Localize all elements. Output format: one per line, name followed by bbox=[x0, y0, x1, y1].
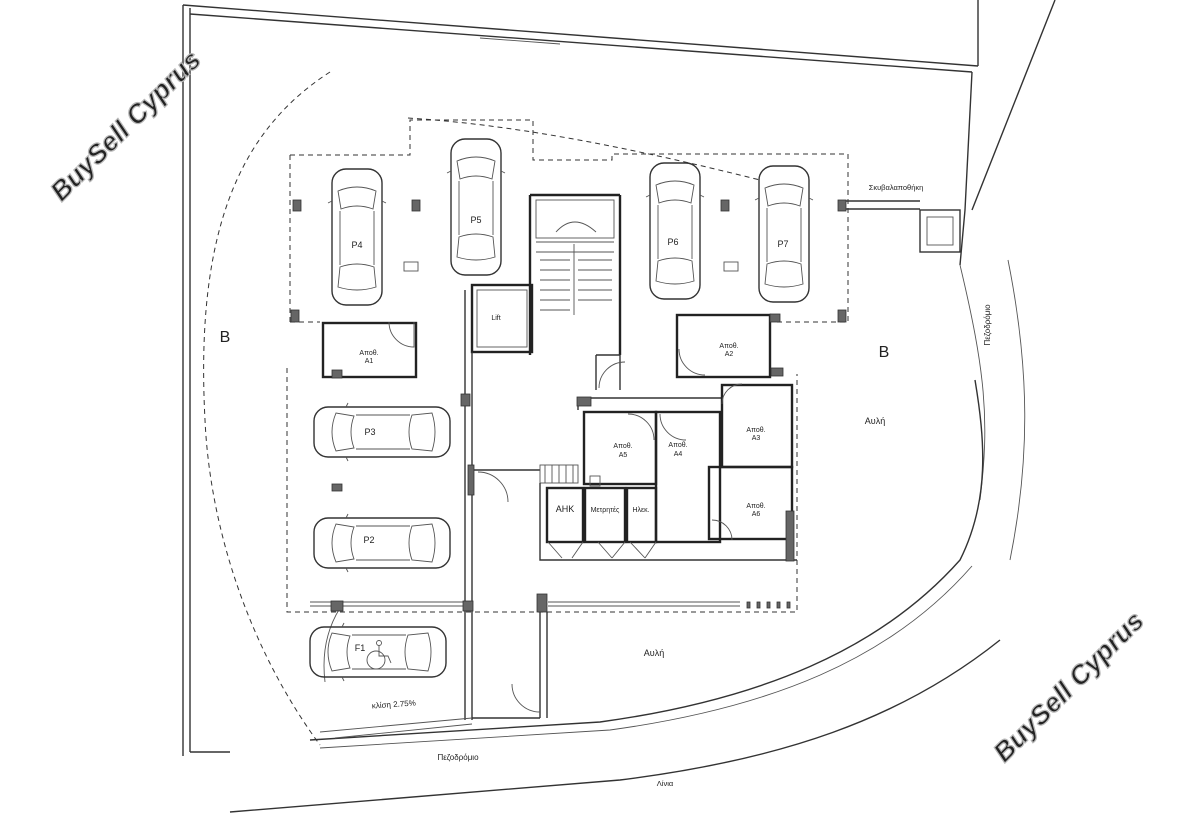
line-label: Λίνια bbox=[657, 779, 674, 788]
yard-bottom-label: Αυλή bbox=[644, 648, 664, 658]
elec-label: Ηλεκ. bbox=[632, 507, 649, 514]
slope-label: κλίση 2.75% bbox=[372, 698, 417, 710]
parking-p4 bbox=[327, 168, 387, 306]
f1-label: F1 bbox=[355, 643, 366, 653]
store-a2-number: A2 bbox=[725, 351, 734, 358]
p4-label: P4 bbox=[351, 240, 362, 250]
p5-label: P5 bbox=[470, 215, 481, 225]
store-a6-title: Αποθ. bbox=[746, 503, 765, 510]
store-a6-number: A6 bbox=[752, 511, 761, 518]
garbage-store-label: Σκυβαλαποθήκη bbox=[869, 183, 924, 192]
core-walls bbox=[310, 193, 797, 739]
p6-label: P6 bbox=[667, 237, 678, 247]
columns bbox=[290, 199, 847, 613]
store-a5-number: A5 bbox=[619, 452, 628, 459]
parking-p2 bbox=[313, 513, 451, 573]
yard-right-label: Αυλή bbox=[865, 416, 885, 426]
meters-label: Μετρητές bbox=[591, 506, 620, 514]
lift-label: Lift bbox=[491, 315, 500, 322]
ahk-label: ΑΗΚ bbox=[556, 504, 575, 514]
store-a3-title: Αποθ. bbox=[746, 427, 765, 434]
store-a5-title: Αποθ. bbox=[613, 443, 632, 450]
zone-b-left: B bbox=[220, 329, 231, 346]
parking-p5 bbox=[446, 138, 506, 276]
p7-label: P7 bbox=[777, 239, 788, 249]
parking-p6 bbox=[645, 162, 705, 300]
parking-p3 bbox=[313, 402, 451, 462]
store-a3-number: A3 bbox=[752, 435, 761, 442]
store-a4-title: Αποθ. bbox=[668, 442, 687, 449]
room-labels: Lift Αποθ. A1 Αποθ. A2 Αποθ. A3 Αποθ. A4… bbox=[359, 315, 765, 518]
store-a4-number: A4 bbox=[674, 451, 683, 458]
store-a2-title: Αποθ. bbox=[719, 343, 738, 350]
site-labels: B B Αυλή Αυλή Σκυβαλαποθήκη Πεζοδρόμιο Π… bbox=[220, 183, 992, 788]
p3-label: P3 bbox=[364, 427, 375, 437]
zone-b-right: B bbox=[879, 344, 890, 361]
watermark-bottom-right: BuySell Cyprus bbox=[987, 605, 1149, 767]
garbage-store bbox=[845, 200, 961, 253]
sidewalk-bottom-label: Πεζοδρόμιο bbox=[437, 753, 479, 762]
parking-f1 bbox=[309, 622, 447, 682]
parking-labels: P4 P5 P6 P7 P3 P2 F1 bbox=[351, 215, 788, 653]
store-a1-number: A1 bbox=[365, 358, 374, 365]
door-swings bbox=[323, 321, 743, 713]
site-boundary bbox=[182, 0, 1056, 813]
p2-label: P2 bbox=[363, 535, 374, 545]
parking-p7 bbox=[754, 165, 814, 303]
store-a1-title: Αποθ. bbox=[359, 350, 378, 357]
sidewalk-right-label: Πεζοδρόμιο bbox=[983, 304, 992, 346]
wheelchair-icon bbox=[366, 640, 392, 670]
